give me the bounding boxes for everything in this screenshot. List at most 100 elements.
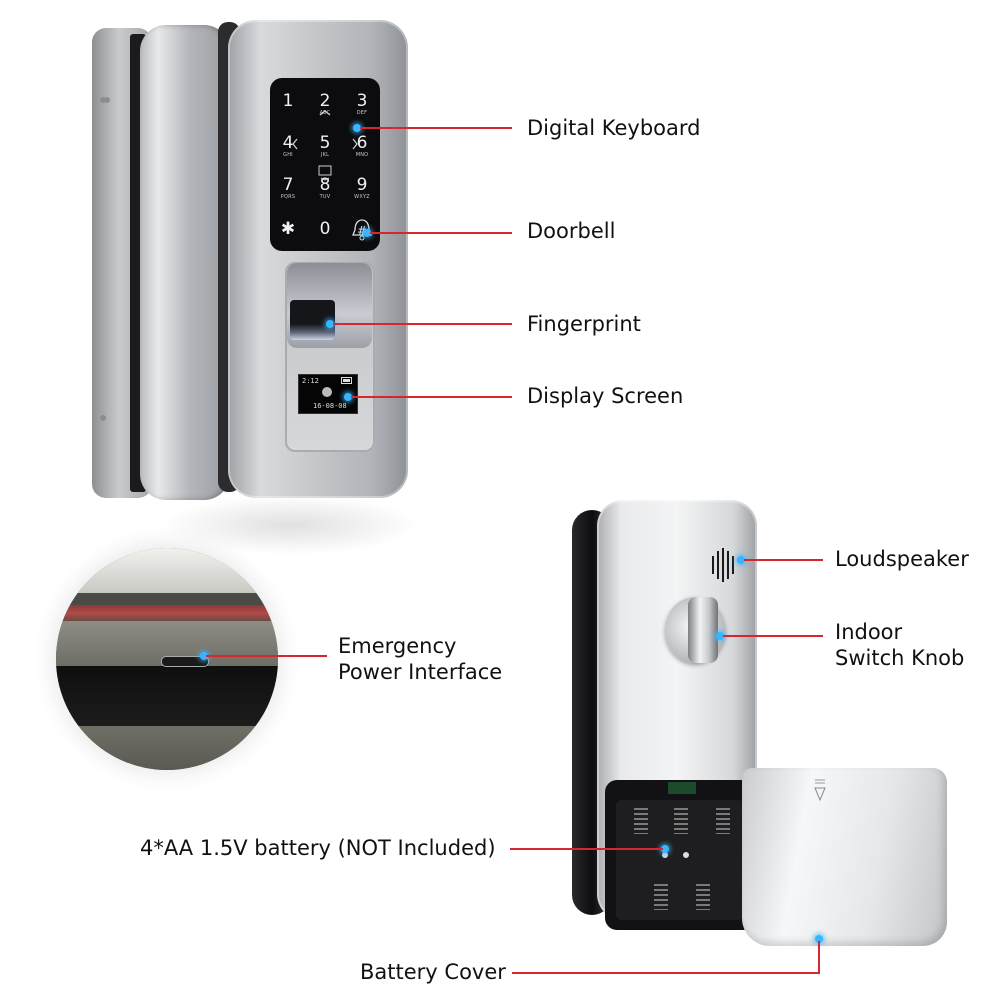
callout-dot (737, 556, 745, 564)
key-letters: GHI (283, 152, 293, 158)
battery-spring (654, 884, 668, 910)
key-letters: ABC (319, 110, 331, 116)
battery-spring (634, 808, 648, 834)
callout-dot (326, 320, 334, 328)
confirm-screen-icon (318, 165, 332, 181)
callout-line (818, 941, 820, 973)
key-digit: 2 (319, 91, 331, 111)
battery-icon (341, 377, 352, 384)
key-digit: 6 (356, 133, 368, 153)
key-digit: 5 (319, 133, 331, 153)
callout-dot (716, 632, 724, 640)
battery-slots (616, 800, 744, 920)
callout-dot (353, 124, 361, 132)
key-0[interactable]: 0 (307, 220, 343, 238)
key-hash-doorbell[interactable]: # (344, 218, 380, 246)
callout-line (370, 232, 512, 234)
battery-spring (674, 808, 688, 834)
battery-contact (662, 852, 668, 858)
battery-spring (716, 808, 730, 834)
callout-line (510, 848, 663, 850)
floor-shadow (160, 495, 420, 555)
indoor-switch-knob[interactable] (688, 597, 718, 663)
callout-dot (200, 652, 208, 660)
label-emergency-line2: Power Interface (338, 660, 503, 684)
closeup-bottom (56, 726, 278, 770)
label-battery: 4*AA 1.5V battery (NOT Included) (140, 836, 496, 860)
arrow-up-icon (319, 110, 331, 116)
screw-icon (104, 97, 110, 103)
key-digit: 8 (319, 175, 331, 195)
screw-icon (100, 415, 106, 421)
key-digit: 9 (356, 175, 368, 195)
callout-line (206, 655, 327, 657)
key-letters: WXYZ (354, 194, 370, 200)
key-letters: PQRS (280, 194, 296, 200)
callout-line (351, 396, 512, 398)
screw-icon (100, 97, 106, 103)
oled-date: 16-08-08 (313, 402, 347, 410)
loudspeaker-grille (712, 548, 742, 582)
speaker-slot (717, 551, 719, 579)
callout-line (360, 127, 512, 129)
emergency-port-closeup (56, 548, 278, 770)
key-digit: # (357, 224, 368, 238)
key-digit: 7 (282, 175, 294, 195)
label-fingerprint: Fingerprint (527, 312, 641, 336)
label-digital-keyboard: Digital Keyboard (527, 116, 701, 140)
battery-spring (696, 884, 710, 910)
key-star[interactable]: ✱ (270, 220, 306, 238)
key-digit: 3 (356, 91, 368, 111)
battery-contact (683, 852, 689, 858)
closeup-edge (56, 593, 278, 605)
key-letters: TUV (319, 194, 331, 200)
label-emergency-line1: Emergency (338, 634, 457, 658)
battery-cover[interactable] (742, 768, 947, 946)
key-digit: ✱ (280, 219, 296, 239)
label-doorbell: Doorbell (527, 219, 616, 243)
usb-port (161, 656, 209, 667)
closeup-reflection (56, 605, 278, 621)
display-screen: 2:12 16-08-08 (298, 374, 358, 414)
closeup-dark (56, 666, 278, 726)
oled-time: 2:12 (302, 377, 319, 385)
arrow-right-icon (352, 138, 358, 150)
key-digit: 1 (282, 91, 294, 111)
callout-dot (815, 935, 823, 943)
closeup-top (56, 548, 278, 593)
label-knob-line1: Indoor (835, 620, 903, 644)
label-loudspeaker: Loudspeaker (835, 547, 969, 571)
callout-line (333, 323, 512, 325)
speaker-slot (732, 556, 734, 574)
globe-icon (322, 387, 332, 397)
speaker-slot (722, 548, 724, 582)
callout-dot (344, 393, 352, 401)
bell-icon (352, 219, 372, 241)
key-digit: 0 (319, 219, 331, 239)
arrow-left-icon (292, 138, 298, 150)
label-knob-line2: Switch Knob (835, 646, 965, 670)
label-battery-cover: Battery Cover (360, 960, 506, 984)
slide-arrow-icon (814, 779, 826, 802)
key-digit: 4 (282, 133, 294, 153)
label-display-screen: Display Screen (527, 384, 684, 408)
callout-line (512, 972, 820, 974)
battery-indicator (668, 782, 696, 794)
key-letters: MNO (355, 152, 369, 158)
speaker-slot (727, 551, 729, 579)
lock-handle (104, 25, 230, 500)
key-1[interactable]: 1 (270, 92, 306, 110)
speaker-slot (712, 556, 714, 574)
callout-line (723, 635, 823, 637)
key-letters: JKL (320, 152, 330, 158)
callout-dot (661, 845, 669, 853)
